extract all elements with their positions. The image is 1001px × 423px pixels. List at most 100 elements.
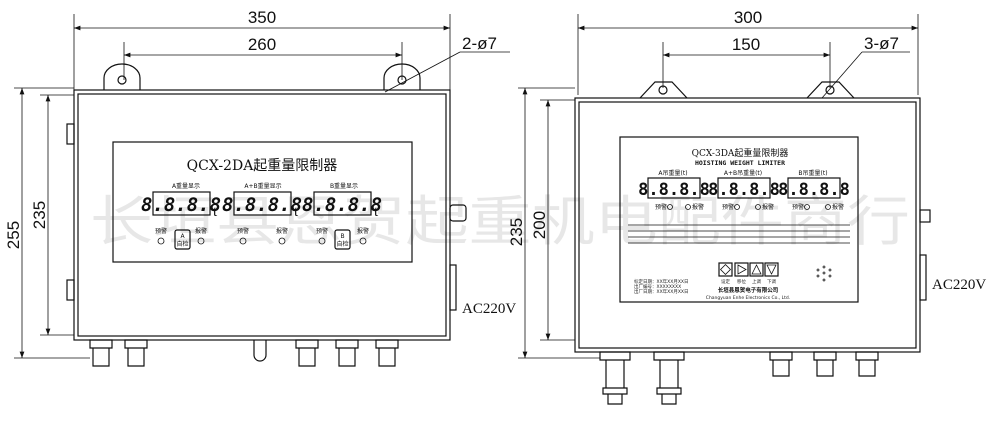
- enclosure-inner-edge: [77, 93, 447, 337]
- key-label: 设定: [721, 278, 730, 285]
- right-controller-drawing: 300 150 3-ø7 235 200: [507, 8, 986, 405]
- display-panel-right: QCX-3DA起重量限制器 HOISTING WEIGHT LIMITER A吊…: [619, 136, 859, 303]
- display-label: A+B吊重量(t): [724, 169, 762, 177]
- dimension-height-left: 255 235: [4, 87, 90, 359]
- dim-hole-spacing-text: 260: [248, 35, 276, 54]
- dim-width-text: 350: [248, 8, 276, 27]
- display-label: B重量显示: [330, 182, 358, 190]
- display-value: 8.8.8.8: [638, 180, 710, 200]
- maker-name-en: Changyuan Enhe Electronics Co., Ltd.: [706, 295, 790, 301]
- indicator-lamp: [667, 204, 673, 210]
- display-panel-left: QCX-2DA起重量限制器 A重量显示 8.8.8.8 t A+B重量显示 8.…: [112, 141, 413, 263]
- side-latch: [449, 264, 457, 311]
- info-line: 标定日期：XX年XX月XX日: [634, 278, 689, 285]
- indicator-label: 报警: [357, 227, 369, 235]
- key-shift[interactable]: 移位: [734, 262, 749, 285]
- self-test-b-button[interactable]: B 自检: [334, 229, 351, 250]
- key-label: 上调: [752, 278, 761, 285]
- enclosure-inner-edge: [578, 101, 917, 349]
- indicator-lamp: [685, 204, 691, 210]
- hole-spec-text: 2-ø7: [462, 34, 497, 53]
- indicator-lamp: [197, 237, 205, 245]
- button-label: 自检: [176, 240, 188, 248]
- indicator-label: 预警: [237, 227, 249, 235]
- key-label: 下调: [767, 278, 776, 285]
- mounting-ear: [103, 63, 141, 90]
- key-down[interactable]: 下调: [764, 262, 779, 285]
- panel-title: QCX-2DA起重量限制器: [187, 158, 338, 174]
- key-set[interactable]: 设定: [718, 262, 733, 285]
- dimension-width-left: 350: [73, 8, 451, 90]
- side-knob: [919, 209, 931, 223]
- indicator-label: 预警: [316, 227, 328, 235]
- display-value: 8.8.8.8: [222, 194, 302, 216]
- left-controller-drawing: 350 260 2-ø7 255 235: [4, 8, 516, 367]
- indicator-label: 预警: [155, 227, 167, 235]
- dimension-height-right: 235 200: [507, 87, 600, 359]
- indicator-label: 报警: [762, 203, 774, 211]
- indicator-lamp: [239, 237, 247, 245]
- hinge: [66, 279, 75, 301]
- display-unit: t: [374, 204, 379, 220]
- display-label: B吊重量(t): [798, 169, 827, 177]
- dimension-width-right: 300: [577, 8, 919, 95]
- mounting-hole: [658, 85, 668, 95]
- side-knob: [449, 204, 467, 222]
- display-unit: t: [294, 204, 299, 220]
- display-value: 8.8.8.8: [302, 194, 382, 216]
- indicator-lamp: [359, 237, 367, 245]
- mounting-ear: [383, 63, 421, 90]
- hole-spec-left: 2-ø7: [384, 34, 510, 93]
- indicator-lamp: [318, 237, 326, 245]
- dim-hole-spacing-text: 150: [732, 35, 760, 54]
- dim-height-outer-text: 255: [4, 221, 23, 249]
- indicator-lamp: [755, 204, 761, 210]
- indicator-label: 预警: [722, 203, 734, 211]
- key-up[interactable]: 上调: [749, 262, 764, 285]
- power-label: AC220V: [462, 301, 516, 317]
- button-label: B: [340, 233, 344, 240]
- indicator-lamps: 预警 报警 预警 报警 预警 报警: [155, 227, 369, 245]
- power-label: AC220V: [932, 277, 986, 293]
- display-b: B重量显示 8.8.8.8 t: [302, 182, 382, 220]
- info-line: 出厂编号：XXXXXXXX: [634, 283, 681, 290]
- indicator-lamp: [278, 237, 286, 245]
- display-ab: A+B重量显示 8.8.8.8 t: [222, 182, 302, 220]
- panel-rule-lines: [628, 224, 850, 244]
- display-value: 8.8.8.8: [708, 180, 780, 200]
- indicator-lamp: [157, 237, 165, 245]
- dimension-hole-spacing-right: 150: [662, 35, 831, 88]
- watermark: 长垣县恩贺起重机电配件商行: [90, 190, 910, 253]
- display-value: 8.8.8.8: [778, 180, 850, 200]
- indicator-label: 预警: [655, 203, 667, 211]
- button-label: 自检: [336, 240, 348, 248]
- cable-glands-left: [89, 339, 399, 367]
- indicator-lamp: [734, 204, 740, 210]
- buzzer-grille: [816, 265, 832, 282]
- dimension-hole-spacing-left: 260: [123, 35, 403, 80]
- indicator-label: 报警: [832, 203, 844, 211]
- display-label: A+B重量显示: [244, 182, 281, 190]
- indicator-lamp: [825, 204, 831, 210]
- display-label: A吊重量(t): [658, 169, 687, 177]
- mounting-ear: [639, 81, 688, 99]
- indicator-lamps: 预警 报警 预警 报警 预警 报警: [655, 203, 844, 211]
- dim-width-text: 300: [734, 8, 762, 27]
- dim-height-outer-text: 235: [507, 218, 526, 246]
- dim-height-inner-text: 200: [530, 211, 549, 239]
- display-a: A重量显示 8.8.8.8 t: [141, 182, 221, 220]
- display-value: 8.8.8.8: [141, 194, 221, 216]
- hinge: [66, 123, 75, 145]
- key-label: 移位: [737, 278, 746, 285]
- indicator-lamp: [804, 204, 810, 210]
- enclosure-right: [574, 97, 921, 353]
- mounting-hole: [117, 75, 127, 85]
- indicator-label: 报警: [692, 203, 704, 211]
- dim-height-inner-text: 235: [30, 201, 49, 229]
- self-test-a-button[interactable]: A 自检: [174, 229, 191, 250]
- indicator-label: 报警: [195, 227, 207, 235]
- indicator-label: 报警: [276, 227, 288, 235]
- button-label: A: [180, 233, 185, 240]
- side-latch: [919, 254, 927, 301]
- mounting-hole: [825, 85, 835, 95]
